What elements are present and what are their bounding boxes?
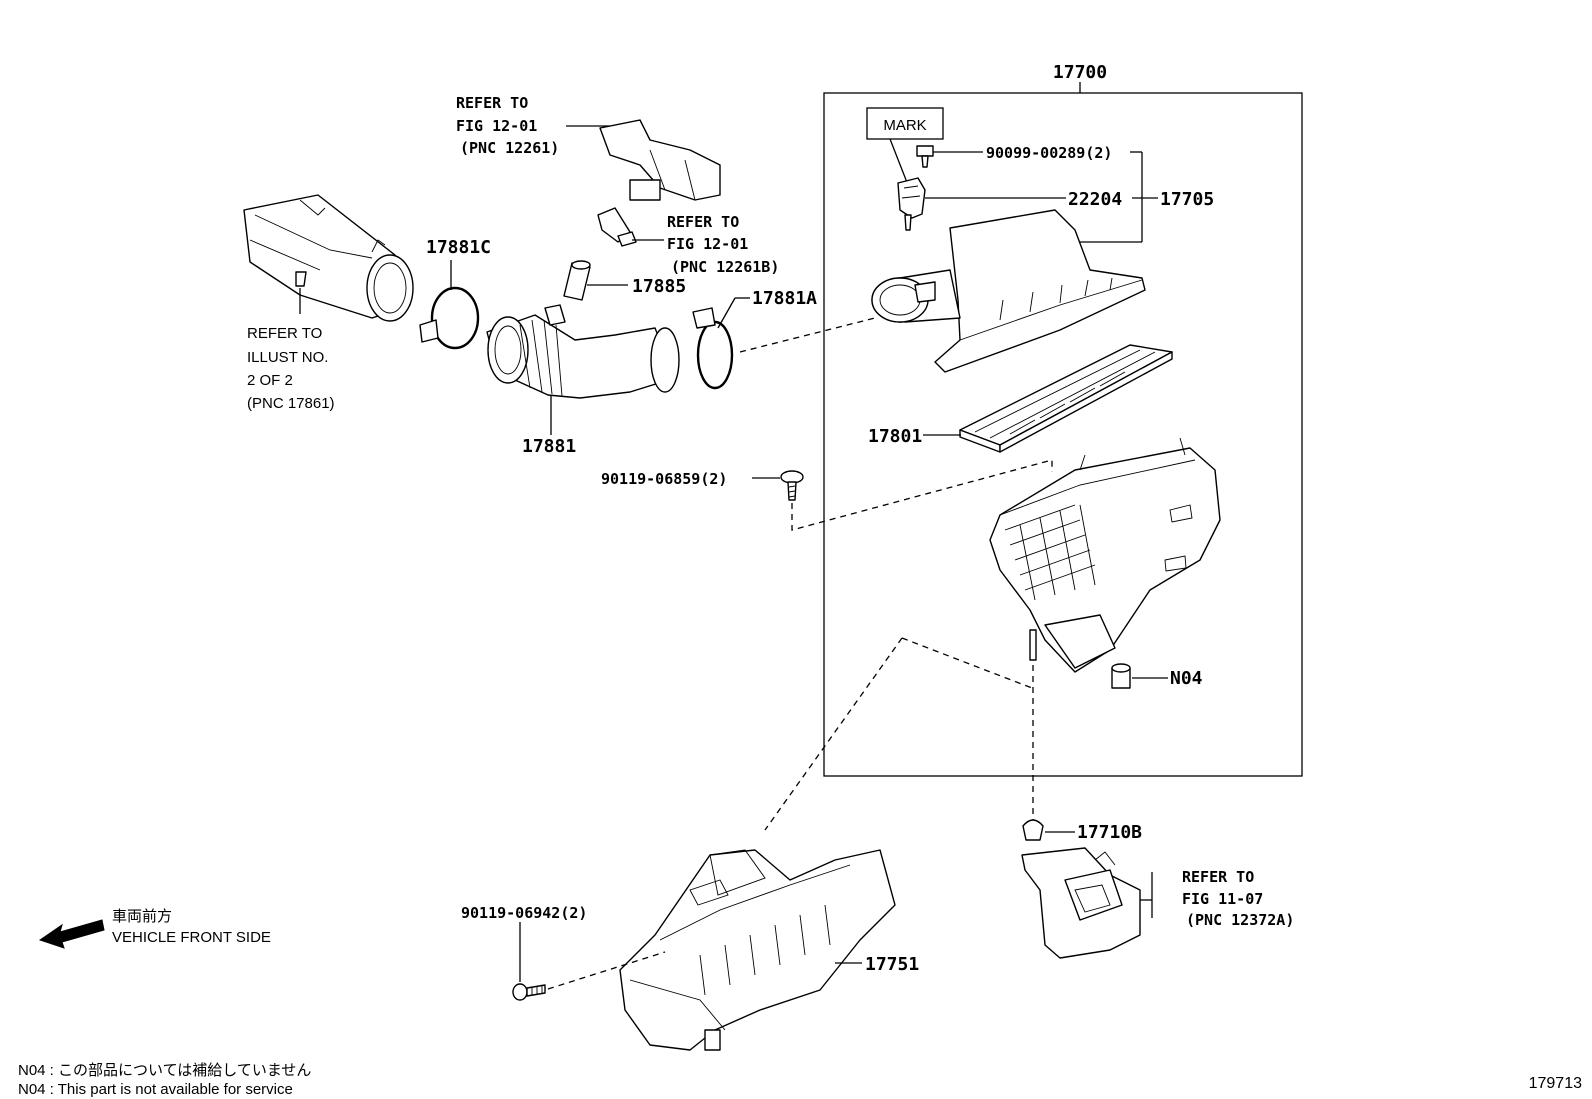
ref-12261b-line2: FIG 12-01 (667, 235, 748, 253)
small-hose-17885-drawing (563, 260, 591, 301)
label-17881a[interactable]: 17881A (752, 288, 817, 309)
label-17751[interactable]: 17751 (865, 954, 919, 975)
ref-12261: REFER TO FIG 12-01 (PNC 12261) (456, 94, 559, 157)
ref-11-07-line2: FIG 11-07 (1182, 890, 1263, 908)
fitting-12261b-drawing (597, 207, 637, 247)
label-90119-06942[interactable]: 90119-06942(2) (461, 904, 587, 922)
air-cleaner-cap-drawing (871, 209, 1146, 373)
label-17881[interactable]: 17881 (522, 436, 576, 457)
ref-11-07-line1: REFER TO (1182, 868, 1254, 886)
ref-12261-line2: FIG 12-01 (456, 117, 537, 135)
ref-illust-line4: (PNC 17861) (247, 395, 335, 412)
ref-11-07: REFER TO FIG 11-07 (PNC 12372A) (1182, 868, 1294, 929)
label-90119-06859[interactable]: 90119-06859(2) (601, 470, 727, 488)
ref-11-07-line3: (PNC 12372A) (1186, 911, 1294, 929)
intake-hose-17881-drawing (486, 304, 680, 399)
ref-12261-line3: (PNC 12261) (460, 139, 559, 157)
label-n04[interactable]: N04 (1170, 668, 1203, 689)
label-17710b[interactable]: 17710B (1077, 822, 1142, 843)
hose-12261-drawing (599, 119, 721, 201)
direction-jp: 車両前方 (112, 908, 172, 925)
air-cleaner-case-drawing (989, 437, 1221, 673)
ref-illust-line2: ILLUST NO. (247, 349, 328, 366)
sensor-22204-drawing (897, 145, 934, 231)
note-en: N04 : This part is not available for ser… (18, 1081, 293, 1098)
label-17801[interactable]: 17801 (868, 426, 922, 447)
inlet-duct-17861-drawing (243, 194, 414, 322)
ref-12261b: REFER TO FIG 12-01 (PNC 12261B) (667, 213, 779, 276)
direction-en: VEHICLE FRONT SIDE (112, 929, 271, 946)
note-jp: N04 : この部品については補給していません (18, 1062, 311, 1079)
ref-12261b-line1: REFER TO (667, 213, 739, 231)
ref-illust-17861: REFER TO ILLUST NO. 2 OF 2 (PNC 17861) (247, 325, 335, 412)
label-17885[interactable]: 17885 (632, 276, 686, 297)
assembly-17700: 17700 (823, 62, 1303, 777)
label-17705[interactable]: 17705 (1160, 189, 1214, 210)
bolt-90119-06942-drawing (512, 983, 546, 1001)
clamp-17881a-drawing (692, 307, 734, 390)
assembly-frame (823, 92, 1303, 777)
vehicle-front-arrow: 車両前方 VEHICLE FRONT SIDE (38, 908, 271, 949)
bolt-90119-06859-drawing (780, 470, 804, 501)
figure-id: 179713 (1529, 1075, 1582, 1092)
left-arrow-icon (38, 919, 105, 949)
mark-label: MARK (883, 117, 926, 134)
label-17881c[interactable]: 17881C (426, 237, 491, 258)
bracket-12372a-drawing (1021, 847, 1141, 959)
grommet-n04-drawing (1111, 663, 1131, 689)
filter-element-drawing (959, 344, 1173, 453)
ref-illust-line1: REFER TO (247, 325, 322, 342)
clamp-17881c-drawing (419, 286, 480, 350)
ref-12261-line1: REFER TO (456, 94, 528, 112)
ref-12261b-line3: (PNC 12261B) (671, 258, 779, 276)
label-22204[interactable]: 22204 (1068, 189, 1122, 210)
mark-box (866, 107, 944, 140)
label-17700[interactable]: 17700 (1053, 62, 1107, 83)
label-90099-00289[interactable]: 90099-00289(2) (986, 144, 1112, 162)
ref-illust-line3: 2 OF 2 (247, 372, 293, 389)
mark-callout: MARK (866, 107, 944, 186)
inlet-duct-17751-drawing (619, 849, 896, 1051)
clip-17710b-drawing (1022, 819, 1044, 841)
